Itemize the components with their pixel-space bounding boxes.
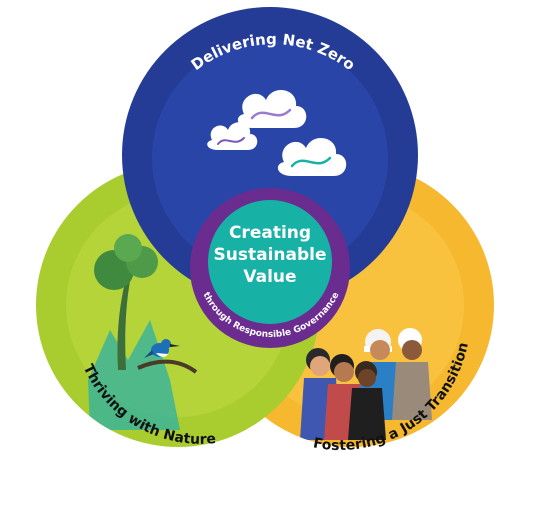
cloud-icon — [207, 122, 258, 150]
tree-trunk — [117, 270, 132, 370]
center-title-line3: Value — [243, 267, 296, 287]
cloud-icon-group — [207, 89, 347, 176]
nature-illustration — [88, 234, 198, 430]
center-fill — [208, 200, 332, 324]
center-title-line1: Creating — [229, 223, 311, 243]
person-icon — [392, 328, 432, 420]
tree-canopy — [114, 234, 142, 262]
people-illustration — [300, 328, 432, 440]
center-badge: Creating Sustainable Value through Respo… — [190, 188, 350, 348]
cloud-icon — [237, 89, 307, 128]
center-title-line2: Sustainable — [214, 245, 327, 265]
branch-shape — [137, 359, 198, 374]
kingfisher-icon — [144, 339, 180, 358]
cloud-icon — [277, 137, 347, 176]
person-icon — [348, 361, 386, 440]
